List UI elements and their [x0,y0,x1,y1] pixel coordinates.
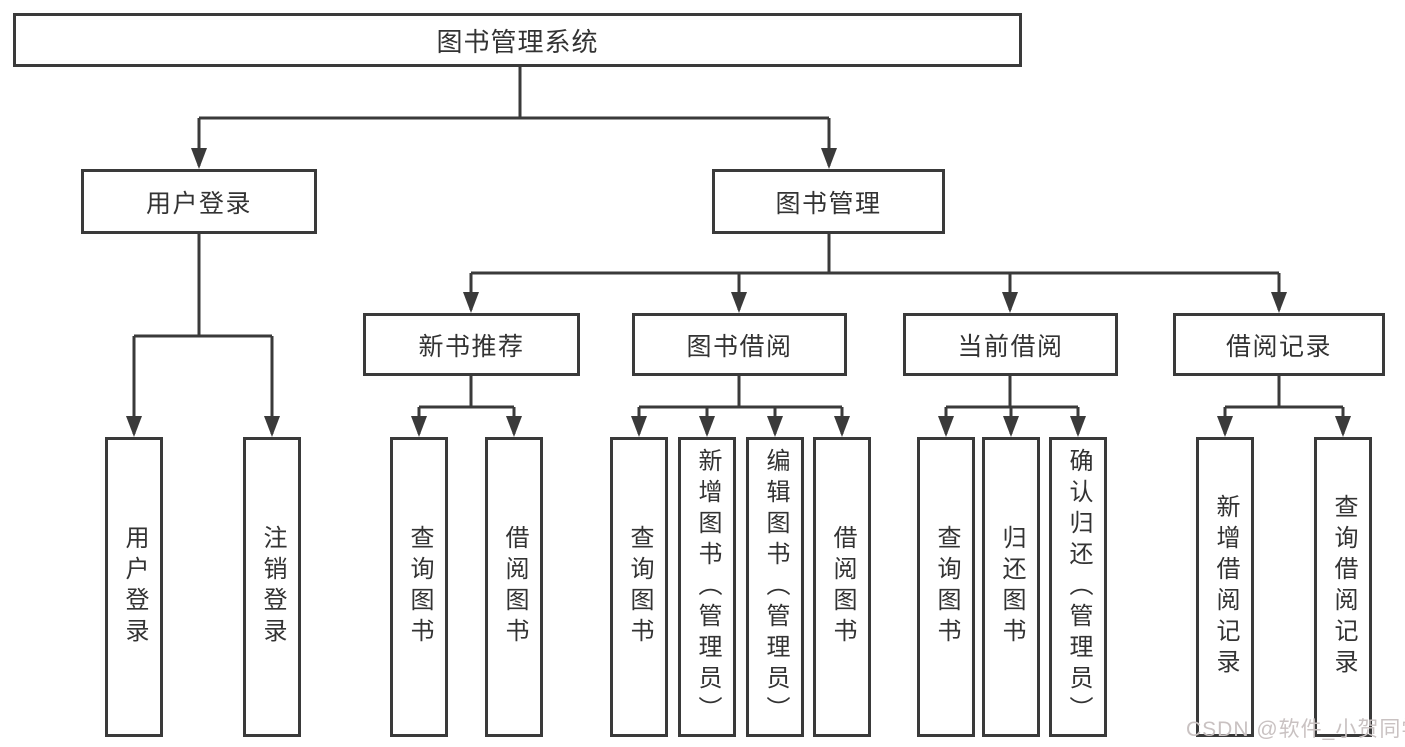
leaf-label: 查询图书 [626,525,653,649]
leaf-label: 查询图书 [406,525,433,649]
leaf-current-query-books: 查询图书 [917,437,975,737]
node-label: 图书管理 [775,189,882,218]
node-label: 新书推荐 [418,332,525,361]
leaf-label: 借阅图书 [501,525,528,649]
node-label: 借阅记录 [1225,332,1332,361]
leaf-label: 用户登录 [121,525,148,649]
arrowhead [1070,416,1086,437]
arrowhead [821,148,837,169]
node-new-book-recommend: 新书推荐 [363,313,580,376]
node-label: 当前借阅 [957,332,1064,361]
node-label: 图书管理系统 [436,26,599,57]
leaf-current-return-books: 归还图书 [982,437,1040,737]
node-library-system: 图书管理系统 [13,13,1022,67]
node-current-borrow: 当前借阅 [903,313,1118,376]
leaf-borrow-add-books-admin: 新增图书（管理员） [678,437,736,737]
leaf-label: 查询借阅记录 [1330,494,1357,680]
arrowhead [1217,416,1233,437]
arrowhead [506,416,522,437]
node-borrow-records: 借阅记录 [1173,313,1385,376]
leaf-logout: 注销登录 [243,437,301,737]
leaf-label: 新增图书（管理员） [694,447,721,727]
arrowhead [126,416,142,437]
leaf-borrow-edit-books-admin: 编辑图书（管理员） [746,437,804,737]
arrowhead [1002,292,1018,313]
arrowhead [731,292,747,313]
node-book-management: 图书管理 [712,169,945,234]
arrowhead [411,416,427,437]
leaf-record-add-borrow-record: 新增借阅记录 [1196,437,1254,737]
arrowhead [264,416,280,437]
leaf-label: 确认归还（管理员） [1065,447,1092,727]
arrowhead [938,416,954,437]
node-book-borrow: 图书借阅 [632,313,847,376]
node-user-login: 用户登录 [81,169,317,234]
leaf-borrow-query-books: 查询图书 [610,437,668,737]
connector-path [132,67,1345,434]
arrowhead [631,416,647,437]
node-label: 图书借阅 [686,332,793,361]
leaf-newbook-borrow-books: 借阅图书 [485,437,543,737]
leaf-record-query-borrow-record: 查询借阅记录 [1314,437,1372,737]
watermark: CSDN @软件_小贺同学 [1186,718,1405,741]
leaf-label: 借阅图书 [829,525,856,649]
leaf-current-confirm-return-admin: 确认归还（管理员） [1049,437,1107,737]
arrowhead [699,416,715,437]
arrowhead [1003,416,1019,437]
arrowhead [191,148,207,169]
leaf-label: 注销登录 [259,525,286,649]
leaf-newbook-query-books: 查询图书 [390,437,448,737]
leaf-label: 归还图书 [998,525,1025,649]
arrowhead [1271,292,1287,313]
leaf-label: 编辑图书（管理员） [762,447,789,727]
leaf-borrow-borrow-books: 借阅图书 [813,437,871,737]
arrowhead [834,416,850,437]
arrowhead [463,292,479,313]
node-label: 用户登录 [145,189,252,218]
leaf-label: 新增借阅记录 [1212,494,1239,680]
arrowhead [1335,416,1351,437]
leaf-label: 查询图书 [933,525,960,649]
leaf-user-login: 用户登录 [105,437,163,737]
arrowhead [767,416,783,437]
